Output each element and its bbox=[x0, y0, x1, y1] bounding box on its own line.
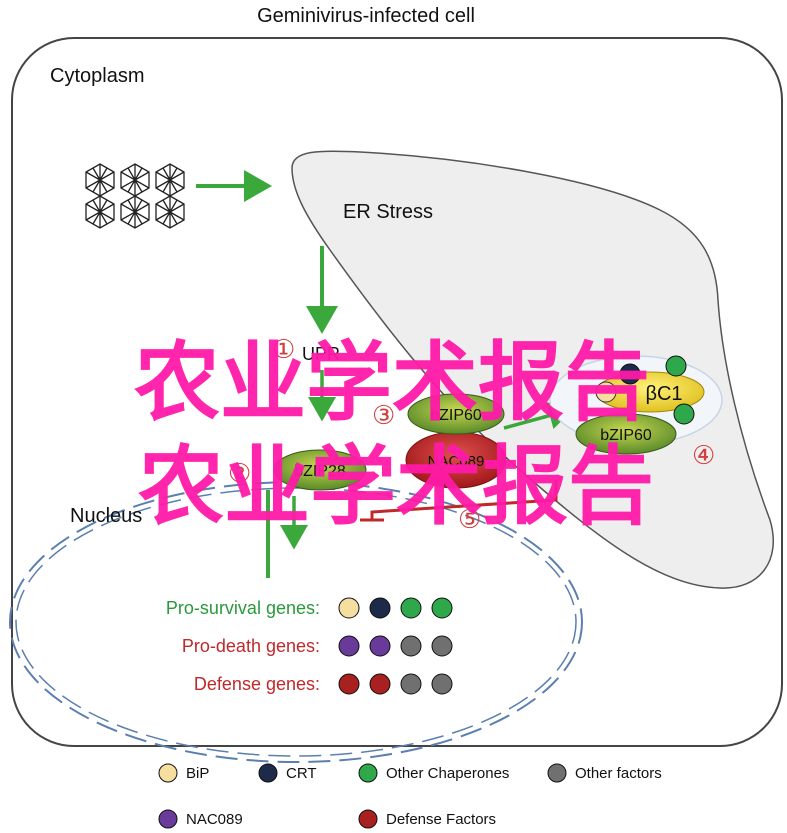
bc1-label: βC1 bbox=[645, 383, 682, 405]
virus-particles-icon bbox=[85, 163, 185, 229]
inhibition-line bbox=[370, 480, 558, 520]
bzip28-protein bbox=[273, 449, 367, 491]
nucleus-label: Nucleus bbox=[70, 505, 142, 527]
gene-dot-icon bbox=[431, 597, 453, 619]
gene-dot-icon bbox=[338, 673, 360, 695]
legend-swatch-icon bbox=[358, 809, 378, 829]
legend: BiP CRT Other Chaperones Other factorsNAC08… bbox=[158, 763, 662, 829]
step-5-marker: ⑤ bbox=[458, 504, 481, 534]
gene-dot-icon bbox=[400, 673, 422, 695]
step-3-marker: ③ bbox=[372, 400, 395, 430]
legend-label: Other factors bbox=[575, 765, 662, 782]
gene-group-label: Pro-death genes: bbox=[182, 636, 320, 656]
watermark-line-2: 农业学术报告 bbox=[138, 437, 654, 537]
chaperone-2-in-complex-icon bbox=[673, 403, 695, 425]
nac089-label: NAC089 bbox=[428, 453, 485, 470]
legend-label: CRT bbox=[286, 765, 317, 782]
gene-dot-icon bbox=[338, 597, 360, 619]
cytoplasm-label: Cytoplasm bbox=[50, 65, 144, 87]
gene-group-label: Pro-survival genes: bbox=[166, 598, 320, 618]
legend-label: NAC089 bbox=[186, 811, 243, 828]
step-1-marker: ① bbox=[272, 334, 295, 364]
legend-label: Defense Factors bbox=[386, 811, 496, 828]
crt-in-complex-icon bbox=[619, 363, 641, 385]
gene-dot-icon bbox=[369, 673, 391, 695]
bzip60-er-protein bbox=[575, 413, 677, 455]
gene-dot-icon bbox=[431, 635, 453, 657]
cell-boundary bbox=[11, 37, 783, 747]
legend-label: BiP bbox=[186, 765, 209, 782]
bzip60-cytoplasm-protein bbox=[407, 393, 505, 435]
watermark-line-1: 农业学术报告 bbox=[134, 333, 650, 433]
er-stress-label: ER Stress bbox=[343, 201, 433, 223]
gene-dot-icon bbox=[400, 635, 422, 657]
bzip60-cytoplasm-label: bZIP60 bbox=[430, 407, 482, 424]
legend-swatch-icon bbox=[258, 763, 278, 783]
step-4-marker: ④ bbox=[692, 440, 715, 470]
er-compartment bbox=[291, 150, 775, 589]
bzip28-label: bZIP28 bbox=[294, 463, 346, 480]
gene-dot-icon bbox=[338, 635, 360, 657]
upr-label: UPR bbox=[302, 344, 340, 364]
bzip60-er-label: bZIP60 bbox=[600, 427, 652, 444]
gene-dot-icon bbox=[400, 597, 422, 619]
gene-dot-icon bbox=[369, 597, 391, 619]
legend-swatch-icon bbox=[158, 763, 178, 783]
chaperone-1-in-complex-icon bbox=[665, 355, 687, 377]
legend-swatch-icon bbox=[547, 763, 567, 783]
legend-swatch-icon bbox=[158, 809, 178, 829]
gene-groups: Pro-survival genes: Pro-death genes: Defen… bbox=[166, 597, 453, 695]
nucleus-envelope-inner bbox=[15, 487, 577, 757]
legend-swatch-icon bbox=[358, 763, 378, 783]
gene-group-label: Defense genes: bbox=[194, 674, 320, 694]
legend-label: Other Chaperones bbox=[386, 765, 509, 782]
gene-dot-icon bbox=[369, 635, 391, 657]
bip-in-complex-icon bbox=[595, 381, 617, 403]
diagram-title: Geminivirus-infected cell bbox=[257, 5, 475, 27]
step-2-marker: ② bbox=[228, 458, 251, 488]
gene-dot-icon bbox=[431, 673, 453, 695]
